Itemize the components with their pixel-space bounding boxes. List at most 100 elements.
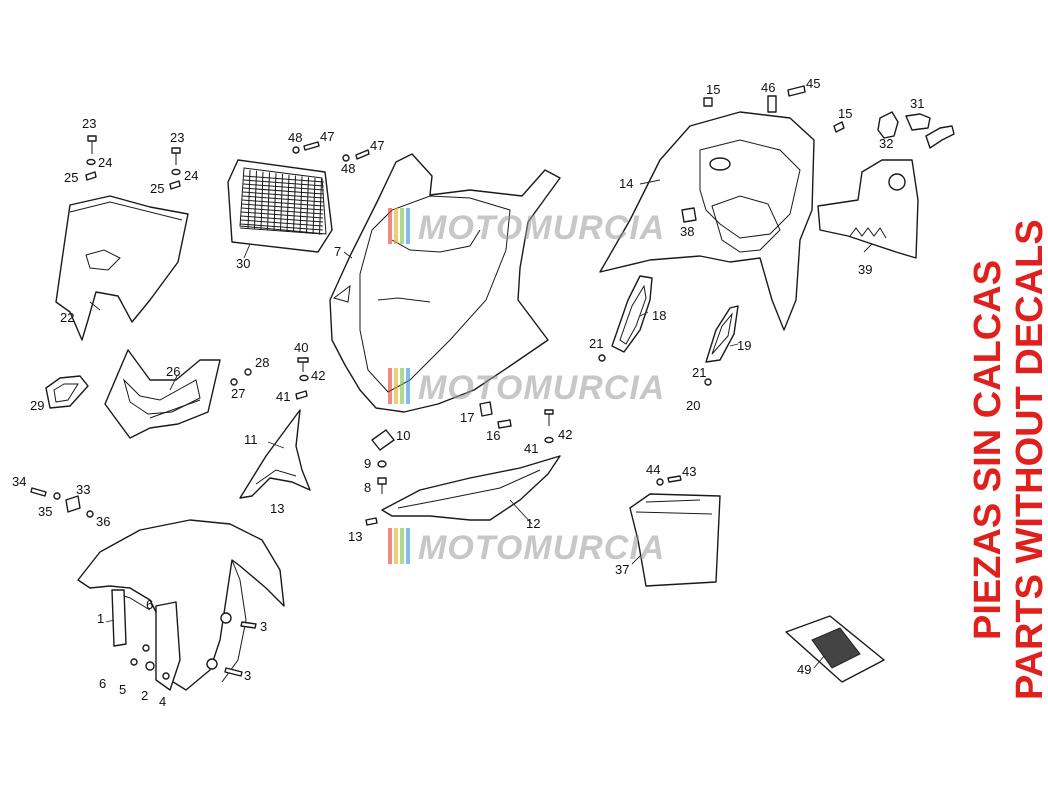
callout-c4: 4 — [159, 694, 166, 709]
callout-c15b: 15 — [838, 106, 852, 121]
callout-c6b: 6 — [99, 676, 106, 691]
callout-c34: 34 — [12, 474, 26, 489]
part-30-radiator-grille — [227, 159, 333, 253]
part-29-small-cover — [45, 375, 89, 409]
callout-c49: 49 — [797, 662, 811, 677]
watermark-stripe — [400, 528, 404, 564]
screw-48-47-pair-a — [292, 141, 320, 154]
callout-c5: 5 — [119, 682, 126, 697]
callout-c39: 39 — [858, 262, 872, 277]
watermark-stripe — [388, 528, 392, 564]
callout-c41a: 41 — [276, 389, 290, 404]
callout-c27: 27 — [231, 386, 245, 401]
callout-c48b: 48 — [341, 161, 355, 176]
washer-21-a — [598, 354, 606, 362]
part-12-side-fairing-strip — [381, 455, 561, 521]
screw-15-b — [833, 121, 845, 133]
callout-c40: 40 — [294, 340, 308, 355]
watermark-stripe — [394, 208, 398, 244]
decals-notice: PIEZAS SIN CALCAS PARTS WITHOUT DECALS — [967, 219, 1048, 700]
notice-line-spanish: PIEZAS SIN CALCAS — [967, 260, 1009, 640]
watermark-text: MOTOMURCIA — [418, 369, 665, 407]
watermark-stripe — [388, 368, 392, 404]
callout-c42b: 42 — [558, 427, 572, 442]
callout-c20: 20 — [686, 398, 700, 413]
watermark-stripe — [406, 208, 410, 244]
part-19-side-grille — [705, 305, 739, 363]
bolt-3-upper — [240, 621, 257, 629]
callout-c35: 35 — [38, 504, 52, 519]
callout-c25a: 25 — [64, 170, 78, 185]
callout-c28: 28 — [255, 355, 269, 370]
callout-c9: 9 — [364, 456, 371, 471]
callout-c24b: 24 — [184, 168, 198, 183]
part-49-decal-sheet — [785, 615, 885, 683]
mudguard-bracket — [111, 589, 181, 691]
callout-c24a: 24 — [98, 155, 112, 170]
callout-c37: 37 — [615, 562, 629, 577]
callout-c31: 31 — [910, 96, 924, 111]
callout-c21b: 21 — [692, 365, 706, 380]
part-7-front-upper-fairing — [329, 153, 561, 413]
callout-c11: 11 — [244, 432, 258, 447]
callout-c36: 36 — [96, 514, 110, 529]
clip-17-16 — [479, 401, 512, 429]
bolt-42-41-lower — [544, 409, 554, 444]
notice-line-english: PARTS WITHOUT DECALS — [1009, 219, 1048, 700]
callout-c13a: 13 — [270, 501, 284, 516]
screw-45 — [787, 85, 806, 97]
callout-c41b: 41 — [524, 441, 538, 456]
watermark-logo: MOTOMURCIA — [388, 208, 664, 247]
bolt-group-10-9-8 — [371, 429, 395, 494]
callout-c16: 16 — [486, 428, 500, 443]
callout-c26: 26 — [166, 364, 180, 379]
part-26-inner-fairing-panel — [104, 349, 221, 439]
screw-15-a — [703, 97, 713, 107]
callout-c23b: 23 — [170, 130, 184, 145]
callout-c12: 12 — [526, 516, 540, 531]
washer-27 — [230, 378, 238, 386]
watermark-stripe — [388, 208, 392, 244]
callout-c43: 43 — [682, 464, 696, 479]
fastener-group-left — [85, 135, 97, 181]
bolt-3-lower — [224, 667, 243, 677]
callout-c18: 18 — [652, 308, 666, 323]
callout-c32: 32 — [879, 136, 893, 151]
callout-c8: 8 — [364, 480, 371, 495]
callout-c19: 19 — [737, 338, 751, 353]
callout-c47b: 47 — [370, 138, 384, 153]
leader-lines — [89, 179, 873, 669]
watermark-stripe — [406, 528, 410, 564]
callout-c1: 1 — [97, 611, 104, 626]
bolt-40-42-41 — [295, 357, 309, 400]
callout-c42a: 42 — [311, 368, 325, 383]
callout-c44: 44 — [646, 462, 660, 477]
fastener-group-34-36 — [30, 487, 94, 518]
watermark-stripe — [406, 368, 410, 404]
part-31-32-ignition-lock — [877, 111, 955, 149]
screw-44-43 — [656, 475, 682, 486]
watermark-logo: MOTOMURCIA — [388, 368, 665, 407]
callout-c17: 17 — [460, 410, 474, 425]
callout-c6a: 6 — [146, 597, 153, 612]
part-46-clip — [767, 95, 777, 113]
callout-c23a: 23 — [82, 116, 96, 131]
washer-28 — [244, 368, 252, 376]
callout-c22: 22 — [60, 310, 74, 325]
part-1-front-mudguard — [77, 519, 285, 691]
part-37-battery-box — [629, 493, 721, 587]
callout-c7: 7 — [334, 244, 341, 259]
callout-c13b: 13 — [348, 529, 362, 544]
part-18-side-grille — [611, 275, 653, 353]
callout-c48a: 48 — [288, 130, 302, 145]
callout-c10: 10 — [396, 428, 410, 443]
callout-c15a: 15 — [706, 82, 720, 97]
callout-c14: 14 — [619, 176, 633, 191]
callout-c33: 33 — [76, 482, 90, 497]
watermark-stripe — [394, 368, 398, 404]
part-22-front-nose-panel — [55, 195, 189, 341]
callout-c29: 29 — [30, 398, 44, 413]
